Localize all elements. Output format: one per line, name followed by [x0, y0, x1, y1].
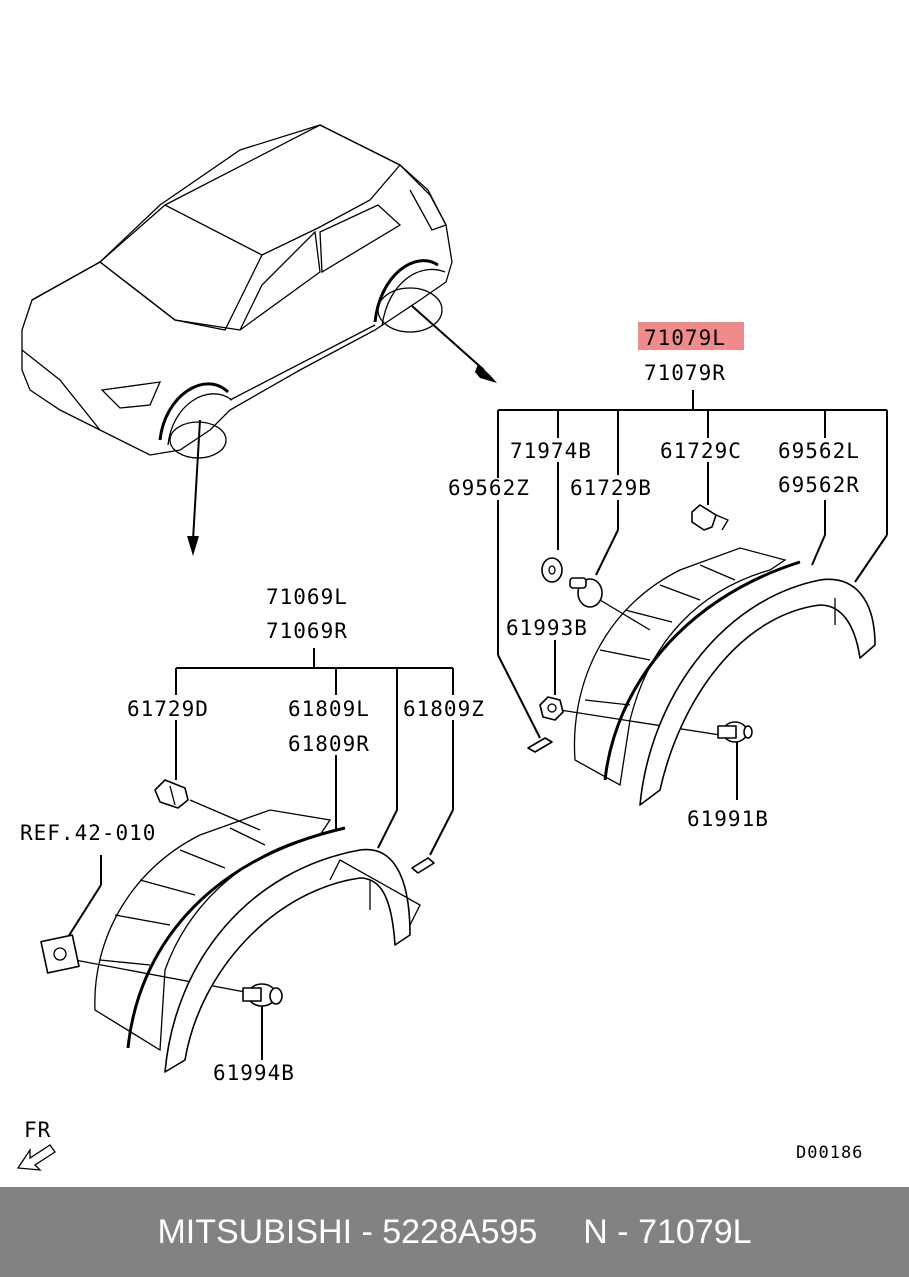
- rear-fender-liner: [573, 547, 787, 787]
- front-leader-lines: [62, 648, 454, 1060]
- nut-ref-42-010: [40, 934, 80, 974]
- callout-61729d[interactable]: 61729D: [127, 697, 209, 721]
- rear-flare: [603, 560, 876, 806]
- footer-bar: MITSUBISHI - 5228A595 N - 71079L: [0, 1187, 909, 1277]
- rear-leader-lines: [497, 390, 888, 800]
- footer-part-number: MITSUBISHI - 5228A595: [157, 1212, 538, 1251]
- clip-61729c: [691, 504, 729, 531]
- callout-69562r[interactable]: 69562R: [778, 473, 860, 497]
- nut-61993b: [539, 696, 564, 721]
- fr-label: FR: [24, 1118, 51, 1142]
- callout-71069l[interactable]: 71069L: [266, 585, 348, 609]
- callout-61809r[interactable]: 61809R: [288, 732, 370, 756]
- callout-61994b[interactable]: 61994B: [213, 1061, 295, 1085]
- clip-61729b: [569, 577, 603, 608]
- washer-71974b: [541, 557, 563, 583]
- callout-ref-42-010[interactable]: REF.42-010: [20, 821, 156, 845]
- callout-61729b[interactable]: 61729B: [570, 476, 652, 500]
- callout-61809l[interactable]: 61809L: [288, 697, 370, 721]
- parts-diagram: 71079L 71079R 71974B 61729C 69562L 69562…: [16, 124, 888, 1171]
- callout-61991b[interactable]: 61991B: [687, 807, 769, 831]
- callout-71079r[interactable]: 71079R: [644, 361, 726, 385]
- callout-71069r[interactable]: 71069R: [266, 619, 348, 643]
- front-flare: [126, 826, 421, 1073]
- fr-arrow-icon: [16, 1144, 56, 1171]
- vehicle-outline: [21, 124, 453, 459]
- callout-61809z[interactable]: 61809Z: [403, 697, 485, 721]
- callout-71974b[interactable]: 71974B: [510, 439, 592, 463]
- bolt-61994b: [242, 983, 283, 1007]
- callout-69562z[interactable]: 69562Z: [448, 476, 530, 500]
- clip-69562z: [527, 737, 553, 753]
- bolt-61991b: [717, 721, 753, 743]
- clip-61729d: [154, 779, 189, 809]
- part-highlight: [638, 322, 744, 350]
- diagram-code: D00186: [796, 1143, 863, 1163]
- callout-61993b[interactable]: 61993B: [506, 616, 588, 640]
- rear-arrow: [411, 305, 497, 383]
- callout-69562l[interactable]: 69562L: [778, 439, 860, 463]
- footer-callout: N - 71079L: [583, 1212, 752, 1251]
- front-arrow: [187, 419, 201, 556]
- callout-61729c[interactable]: 61729C: [660, 439, 742, 463]
- clip-61809z: [411, 857, 435, 874]
- callout-71079l[interactable]: 71079L: [644, 326, 726, 350]
- front-fender-liner: [94, 809, 332, 1052]
